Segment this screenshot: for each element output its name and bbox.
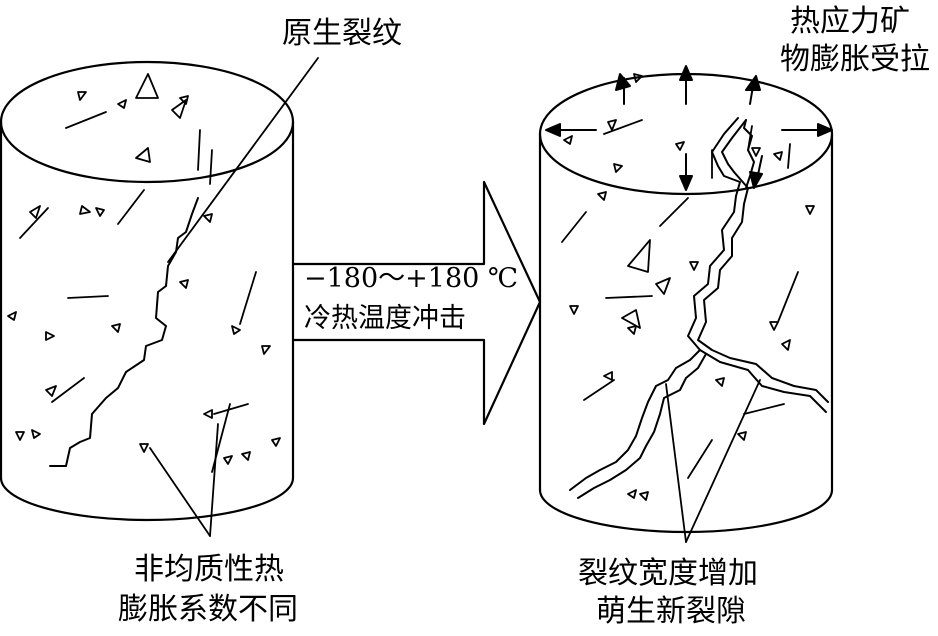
left-minerals: [7, 73, 281, 473]
label-thermal-stress-1: 热应力矿: [790, 4, 910, 39]
right-cylinder: [538, 72, 834, 534]
label-heterogeneous-1: 非均质性热: [134, 552, 284, 587]
left-cylinder: [0, 60, 295, 522]
label-heterogeneous-2: 膨胀系数不同: [118, 592, 298, 627]
label-thermal-stress-2: 物膨胀受拉: [780, 42, 930, 77]
right-minerals: [561, 73, 815, 501]
left-pointer-lines: [149, 57, 319, 537]
left-cylinder-top: [0, 60, 295, 184]
right-pointer-lines: [665, 379, 761, 543]
tension-arrows: [545, 65, 833, 191]
label-thermal-shock: 冷热温度冲击: [304, 303, 466, 334]
label-primary-crack: 原生裂纹: [282, 16, 402, 51]
left-primary-crack: [49, 197, 199, 467]
label-temperature-range: −180～+180 ℃: [304, 263, 519, 294]
right-widened-crack: [569, 117, 829, 499]
label-crack-growth-2: 萌生新裂隙: [596, 594, 746, 629]
label-crack-growth-1: 裂纹宽度增加: [578, 556, 758, 591]
